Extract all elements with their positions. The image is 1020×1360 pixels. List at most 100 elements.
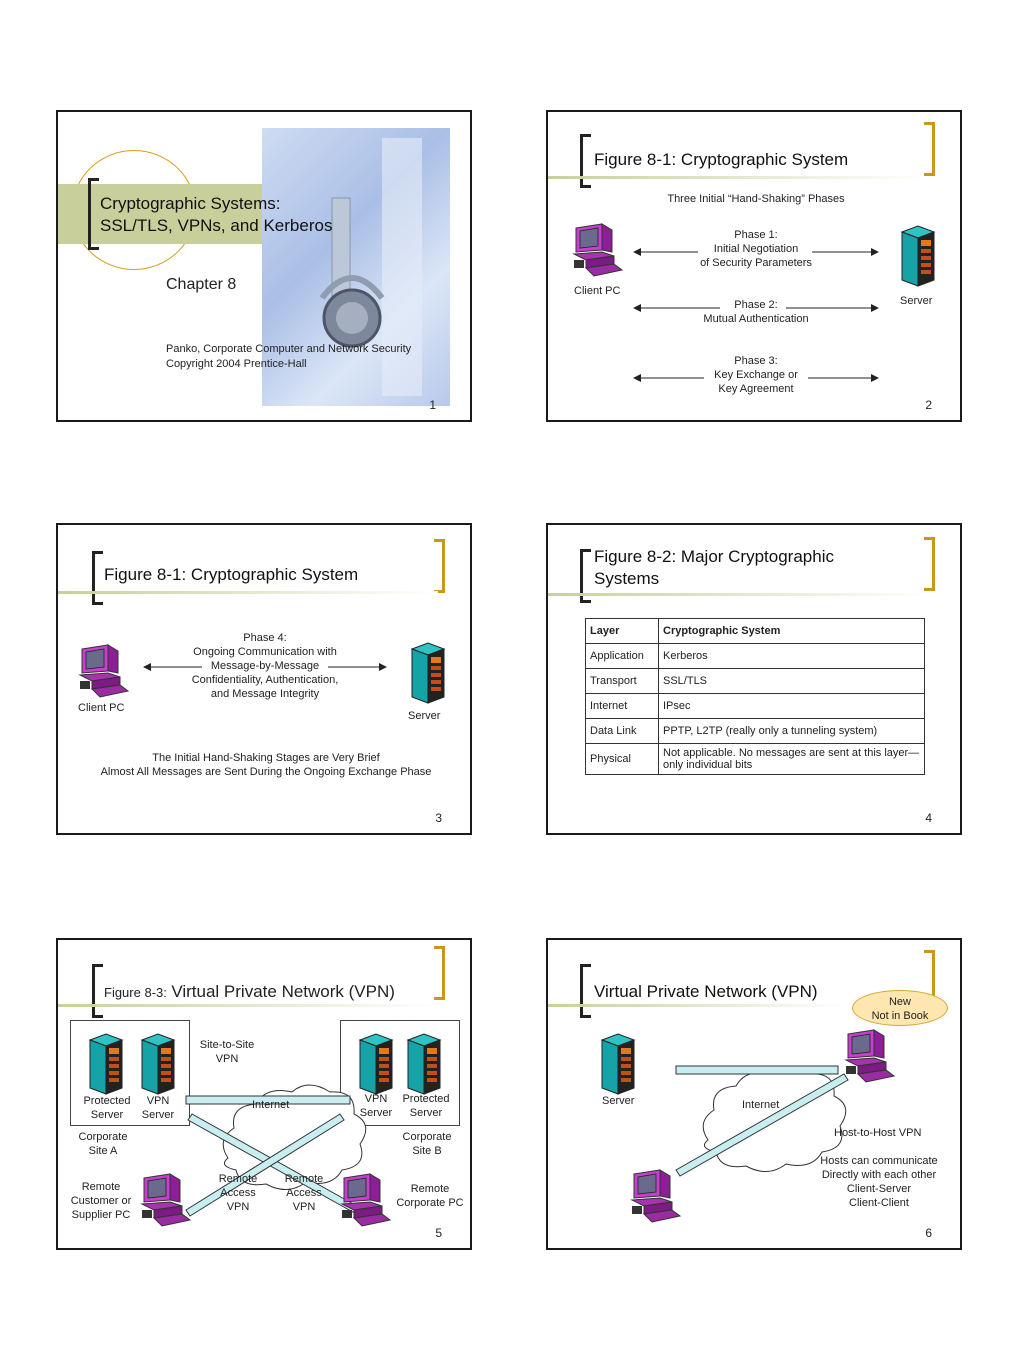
label-line: Remote bbox=[81, 1181, 121, 1193]
label-line: Remote bbox=[410, 1183, 450, 1195]
crypto-systems-table: Layer Cryptographic System Application K… bbox=[585, 618, 925, 775]
label-line: Access bbox=[220, 1187, 256, 1199]
phase4-text: Phase 4: Ongoing Communication with Mess… bbox=[168, 631, 362, 701]
note-line: Directly with each other bbox=[821, 1169, 937, 1181]
site-b-label: Corporate Site B bbox=[392, 1130, 462, 1158]
table-header-row: Layer Cryptographic System bbox=[585, 618, 925, 644]
phase3-line3: Key Agreement bbox=[718, 383, 794, 395]
phase4-line2: Ongoing Communication with bbox=[193, 646, 337, 658]
remote-customer-label: Remote Customer or Supplier PC bbox=[62, 1180, 140, 1222]
phase2-text: Phase 2: Mutual Authentication bbox=[668, 298, 844, 326]
label-line: Customer or bbox=[70, 1195, 132, 1207]
phase2-line1: Phase 2: bbox=[734, 299, 778, 311]
server-icon bbox=[901, 225, 935, 287]
slide5-title: Figure 8-3: Virtual Private Network (VPN… bbox=[104, 982, 395, 1002]
title-bracket-left bbox=[92, 551, 103, 605]
cell-system: Not applicable. No messages are sent at … bbox=[658, 743, 925, 775]
label-line: Site A bbox=[88, 1145, 118, 1157]
slide-number: 5 bbox=[435, 1226, 442, 1240]
note-line2: Almost All Messages are Sent During the … bbox=[100, 766, 432, 778]
host-pc-bottom-icon bbox=[631, 1169, 681, 1223]
cell-layer: Physical bbox=[585, 743, 659, 775]
title-bracket-left bbox=[580, 549, 591, 603]
remote-corporate-label: Remote Corporate PC bbox=[390, 1182, 470, 1210]
slide4-title-line2: Systems bbox=[594, 569, 660, 588]
phase3-line1: Phase 3: bbox=[734, 355, 778, 367]
slide-number: 3 bbox=[435, 811, 442, 825]
cell-system: PPTP, L2TP (really only a tunneling syst… bbox=[658, 718, 925, 744]
label-line: Remote bbox=[284, 1173, 324, 1185]
label-line: Site-to-Site bbox=[199, 1039, 255, 1051]
client-pc-icon bbox=[79, 644, 129, 698]
slide-5: Figure 8-3: Virtual Private Network (VPN… bbox=[56, 938, 472, 1250]
title-underline bbox=[548, 593, 928, 596]
badge-line2: Not in Book bbox=[871, 1010, 929, 1022]
protected-server-b-icon bbox=[407, 1033, 441, 1095]
phase4-arrow bbox=[143, 663, 387, 671]
label-line: Access bbox=[286, 1187, 322, 1199]
phase1-line2: Initial Negotiation bbox=[713, 243, 799, 255]
phase4-line5: and Message Integrity bbox=[210, 688, 320, 700]
remote-corporate-pc-icon bbox=[341, 1173, 391, 1227]
label-line: Protected bbox=[402, 1093, 450, 1105]
padlock-icon bbox=[319, 138, 422, 396]
server-label: Server bbox=[408, 710, 441, 722]
title-vpn: Virtual Private Network (VPN) bbox=[171, 982, 395, 1001]
cell-system: SSL/TLS bbox=[658, 668, 925, 694]
phase4-line4: Confidentiality, Authentication, bbox=[191, 674, 339, 686]
slide-4: Figure 8-2: Major Cryptographic Systems … bbox=[546, 523, 962, 835]
phase1-line1: Phase 1: bbox=[734, 229, 778, 241]
title-figure-label: Figure 8-3: bbox=[104, 985, 167, 1000]
client-pc-label: Client PC bbox=[78, 702, 125, 714]
vpn-server-a-icon bbox=[141, 1033, 175, 1095]
label-line: Corporate PC bbox=[396, 1197, 464, 1209]
note-line1: The Initial Hand-Shaking Stages are Very… bbox=[152, 752, 380, 764]
host-tunnel-top bbox=[675, 1065, 839, 1075]
slide-6: Virtual Private Network (VPN) New Not in… bbox=[546, 938, 962, 1250]
internet-label: Internet bbox=[742, 1099, 780, 1111]
title-bracket-right bbox=[924, 537, 935, 591]
protected-server-a-icon bbox=[89, 1033, 123, 1095]
slide-number: 6 bbox=[925, 1226, 932, 1240]
phase1-line3: of Security Parameters bbox=[700, 257, 812, 269]
host-pc-top-icon bbox=[845, 1029, 895, 1083]
label-line: Corporate bbox=[402, 1131, 452, 1143]
host-tunnel-diagonal bbox=[675, 1073, 849, 1177]
label-line: Supplier PC bbox=[71, 1209, 131, 1221]
table-row: Data Link PPTP, L2TP (really only a tunn… bbox=[585, 718, 925, 744]
server-label: Server bbox=[900, 295, 933, 307]
host-notes: Hosts can communicate Directly with each… bbox=[808, 1154, 950, 1210]
brief-note: The Initial Hand-Shaking Stages are Very… bbox=[58, 751, 470, 779]
slide-number: 4 bbox=[925, 811, 932, 825]
internet-label: Internet bbox=[252, 1099, 290, 1111]
client-pc-icon bbox=[573, 223, 623, 277]
label-line: Protected bbox=[83, 1095, 131, 1107]
label-line: Server bbox=[90, 1109, 124, 1121]
protected-server-b-label: Protected Server bbox=[396, 1092, 456, 1120]
internet-cloud bbox=[222, 1084, 367, 1190]
site-a-box bbox=[70, 1020, 190, 1126]
note-line: Client-Client bbox=[849, 1197, 909, 1209]
cell-layer: Transport bbox=[585, 668, 659, 694]
label-line: VPN bbox=[292, 1201, 316, 1213]
site-a-label: Corporate Site A bbox=[68, 1130, 138, 1158]
remote-access-vpn-2-label: Remote Access VPN bbox=[274, 1172, 334, 1214]
phase2-line2: Mutual Authentication bbox=[703, 313, 809, 325]
slide-number: 1 bbox=[429, 398, 436, 412]
title-bracket-left bbox=[580, 134, 591, 188]
slide-2: Figure 8-1: Cryptographic System Three I… bbox=[546, 110, 962, 422]
slide-number: 2 bbox=[925, 398, 932, 412]
table-row: Application Kerberos bbox=[585, 643, 925, 669]
label-line: VPN bbox=[364, 1093, 388, 1105]
slide1-title-line2: SSL/TLS, VPNs, and Kerberos bbox=[100, 216, 333, 235]
slide6-title: Virtual Private Network (VPN) bbox=[594, 982, 818, 1001]
site-b-box bbox=[340, 1020, 460, 1126]
slide4-title-line1: Figure 8-2: Major Cryptographic bbox=[594, 547, 834, 566]
remote-tunnel-right bbox=[185, 1113, 345, 1217]
title-bracket-right bbox=[924, 122, 935, 176]
phase1-text: Phase 1: Initial Negotiation of Security… bbox=[668, 228, 844, 270]
table-row: Internet IPsec bbox=[585, 693, 925, 719]
chapter-label: Chapter 8 bbox=[166, 276, 237, 293]
protected-server-a-label: Protected Server bbox=[74, 1094, 140, 1122]
remote-customer-pc-icon bbox=[141, 1173, 191, 1227]
